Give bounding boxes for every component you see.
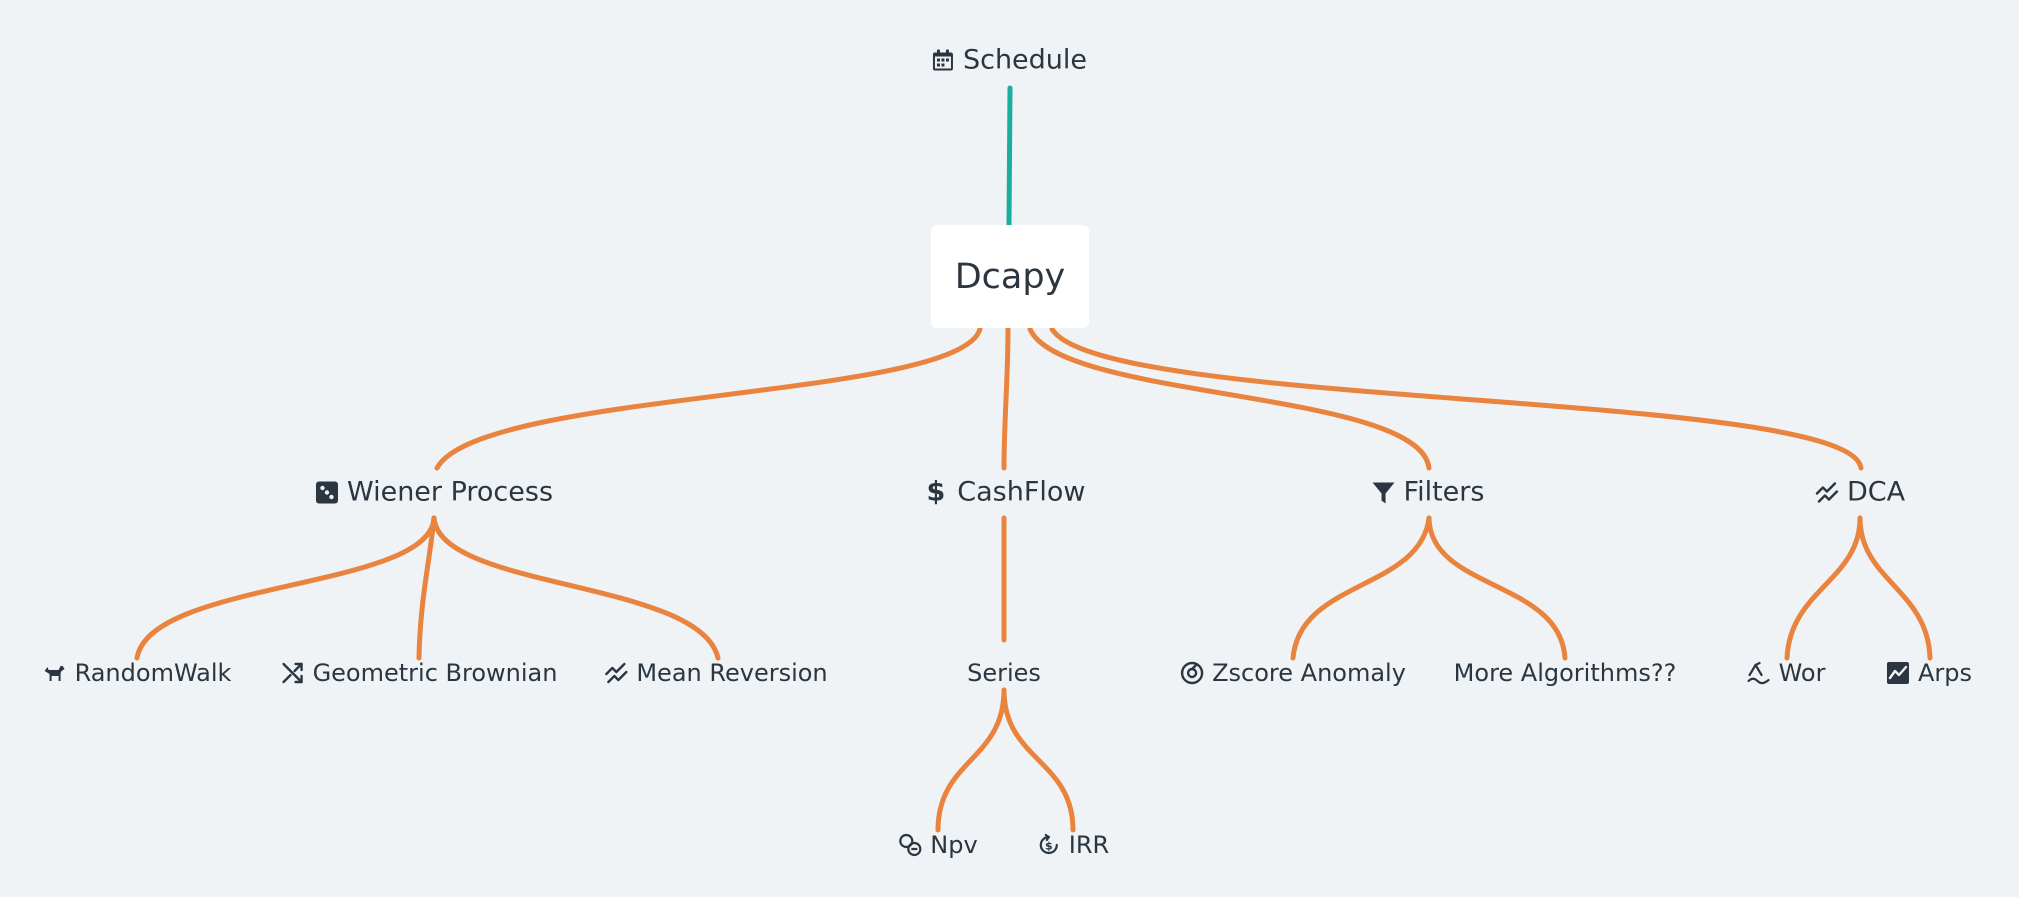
trend-icon — [1815, 480, 1839, 504]
edge-filters-zscore — [1290, 515, 1432, 661]
node-label: Filters — [1403, 476, 1485, 508]
node-label: More Algorithms?? — [1453, 659, 1677, 687]
edge-dca-wor — [1784, 515, 1863, 661]
edge-series-npv — [935, 687, 1007, 833]
edge-dcapy-filters — [1027, 326, 1432, 471]
node-arps[interactable]: Arps — [1886, 659, 1972, 687]
node-label: IRR — [1068, 831, 1110, 859]
node-label: Npv — [930, 831, 978, 859]
water-icon — [1747, 661, 1771, 685]
node-filters[interactable]: Filters — [1372, 476, 1485, 508]
node-label: Geometric Brownian — [312, 659, 558, 687]
edge-wiener-geometric — [416, 515, 437, 661]
edge-dca-arps — [1857, 515, 1933, 661]
refresh-dollar-icon: $ — [1037, 833, 1061, 857]
edge-schedule-dcapy — [1006, 85, 1013, 228]
edge-wiener-meanreversion — [431, 515, 721, 661]
edge-wiener-randomwalk — [134, 515, 437, 661]
node-label: Zscore Anomaly — [1212, 659, 1406, 687]
node-npv[interactable]: Npv — [898, 831, 978, 859]
node-label: DCA — [1846, 476, 1906, 508]
node-cashflow[interactable]: $ CashFlow — [926, 477, 1085, 508]
edge-filters-more — [1426, 515, 1568, 661]
node-mean-reversion[interactable]: Mean Reversion — [604, 659, 828, 687]
dice-icon — [315, 480, 339, 504]
edge-dcapy-cashflow — [1001, 326, 1011, 471]
node-label: Schedule — [962, 44, 1088, 76]
node-wor[interactable]: Wor — [1747, 659, 1826, 687]
node-label: Arps — [1917, 659, 1973, 687]
node-geometric-brownian[interactable]: Geometric Brownian — [281, 659, 558, 687]
dollar-icon: $ — [926, 476, 946, 508]
node-label: Series — [967, 659, 1041, 687]
node-label: RandomWalk — [74, 659, 232, 687]
trend-icon — [604, 661, 628, 685]
target-icon — [1180, 661, 1204, 685]
node-randomwalk[interactable]: RandomWalk — [43, 659, 232, 687]
node-irr[interactable]: $ IRR — [1037, 831, 1109, 859]
coins-icon — [898, 833, 922, 857]
node-more-algorithms[interactable]: More Algorithms?? — [1454, 659, 1677, 687]
node-label: CashFlow — [957, 476, 1086, 508]
node-label: Mean Reversion — [636, 659, 828, 687]
shuffle-icon — [281, 661, 305, 685]
calendar-icon — [931, 48, 955, 72]
node-label: Dcapy — [954, 256, 1066, 297]
node-label: Wor — [1778, 659, 1826, 687]
edge-dcapy-dca — [1049, 326, 1864, 471]
dog-icon — [43, 661, 67, 685]
node-schedule[interactable]: Schedule — [931, 45, 1087, 76]
svg-text:$: $ — [1045, 840, 1053, 853]
node-label: Wiener Process — [346, 476, 554, 508]
node-wiener-process[interactable]: Wiener Process — [315, 477, 553, 508]
filter-icon — [1372, 480, 1396, 504]
node-dca[interactable]: DCA — [1815, 477, 1905, 508]
chart-icon — [1886, 661, 1910, 685]
edge-series-irr — [1001, 687, 1076, 833]
node-series[interactable]: Series — [967, 659, 1041, 687]
node-zscore-anomaly[interactable]: Zscore Anomaly — [1180, 659, 1406, 687]
node-dcapy-root[interactable]: Dcapy — [931, 225, 1089, 328]
edge-dcapy-wiener — [434, 326, 983, 471]
